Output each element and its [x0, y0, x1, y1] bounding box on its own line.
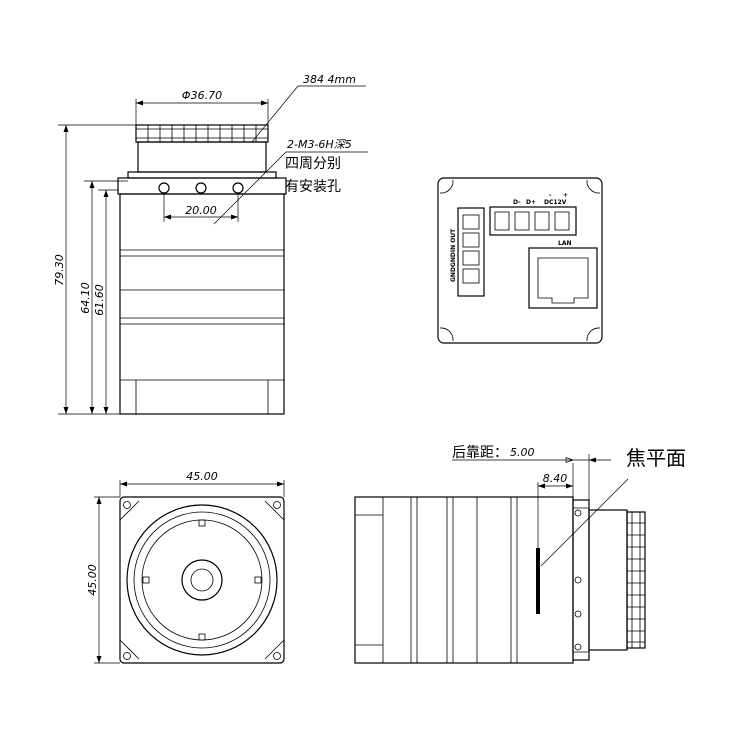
lens-center-outer [181, 559, 223, 601]
lens-barrel [137, 141, 267, 173]
height-body-dim-lines [84, 180, 128, 414]
height-body-inner-label: 61.60 [93, 284, 106, 316]
mount-plate [117, 177, 287, 195]
side-body [354, 496, 574, 664]
side-lens-ring [626, 511, 646, 649]
label-io: GNDGNDIN OUT [450, 228, 457, 282]
mount-hole-center [195, 182, 207, 194]
height-total-dim-lines [58, 124, 136, 415]
body-grooves [120, 249, 284, 381]
lens-middle-ring [133, 511, 271, 649]
side-view: 后靠距： 5.00 8.40 焦平面 [354, 445, 686, 664]
focal-plane-leader [540, 478, 629, 567]
height-body-inner-dim-lines [98, 189, 118, 414]
lens-outer-ring [126, 504, 278, 656]
lens-diameter-dim-lines [135, 99, 269, 125]
mount-hole-right [232, 182, 244, 194]
back-panel [437, 177, 603, 344]
side-body-grooves [382, 497, 518, 663]
label-plus: + [563, 192, 568, 199]
lens-ring [135, 124, 269, 143]
io-connector-pins [462, 214, 480, 284]
back-focal-dim-lines [540, 454, 611, 500]
side-flange-hole-bottom [574, 643, 582, 651]
front-corner-chamfers [119, 500, 285, 660]
lens-length-leader [251, 85, 366, 143]
lan-port-socket [537, 257, 589, 304]
label-lan: LAN [558, 240, 572, 247]
label-d-minus: D- [513, 199, 521, 206]
inner-distance-label: 8.40 [543, 472, 568, 485]
body-rear-edges [135, 380, 269, 414]
back-panel-view: D- D+ - + DC12V GNDGNDIN OUT LAN [437, 177, 603, 344]
lens-length-label: 384 4mm [303, 73, 356, 86]
label-d-plus: D+ [526, 199, 536, 206]
front-height-label: 45.00 [86, 564, 99, 596]
focal-plane-bar [536, 548, 540, 614]
side-lens-barrel [588, 509, 628, 651]
io-connector [457, 207, 485, 297]
lens-mount-tabs [142, 519, 262, 641]
back-focal-arrow [589, 457, 596, 463]
height-total-label: 79.30 [53, 254, 66, 286]
side-flange-hole-top [574, 509, 582, 517]
lens-center-inner [190, 568, 214, 592]
lens-flange [127, 171, 277, 179]
top-view: Φ36.70 384 4mm 2-M3-6H深5 四周分别 有安装孔 20.00… [53, 73, 368, 415]
inner-dim-arrows [538, 483, 573, 489]
power-connector-pins [494, 211, 570, 231]
back-focal-value: 5.00 [510, 446, 535, 459]
lan-port [528, 247, 598, 309]
camera-body [119, 193, 285, 415]
front-corner-holes [123, 501, 281, 660]
width-dim-lines [119, 480, 285, 497]
hole-note-line2: 有安装孔 [285, 179, 341, 195]
side-flange-edges [573, 507, 589, 653]
label-minus: - [549, 192, 552, 199]
inner-dim-lines [537, 482, 573, 548]
lens-inner-ring [141, 519, 263, 641]
hole-spacing-dim-lines [163, 194, 239, 222]
hole-spacing-label: 20.00 [185, 204, 217, 217]
height-body-label: 64.10 [79, 282, 92, 314]
hole-spec-label: 2-M3-6H深5 [287, 138, 352, 151]
hole-note-line1: 四周分别 [285, 156, 341, 172]
height-dim-lines [94, 496, 120, 664]
back-focal-label: 后靠距： [452, 445, 508, 461]
front-view: 45.00 45.00 [86, 470, 285, 664]
lens-ring-knurl [136, 125, 268, 142]
side-rear-step [355, 514, 383, 646]
side-flange-hole-middle [574, 576, 582, 584]
front-face [119, 496, 285, 664]
lens-diameter-label: Φ36.70 [182, 89, 222, 102]
corner-arcs [439, 179, 601, 342]
side-flange-hole-lower [574, 610, 582, 618]
label-power: DC12V [544, 199, 567, 206]
side-lens-ring-knurl [627, 512, 645, 648]
focal-plane-label: 焦平面 [626, 446, 686, 470]
mount-hole-left [158, 182, 170, 194]
front-width-label: 45.00 [186, 470, 218, 483]
power-connector [489, 206, 577, 236]
